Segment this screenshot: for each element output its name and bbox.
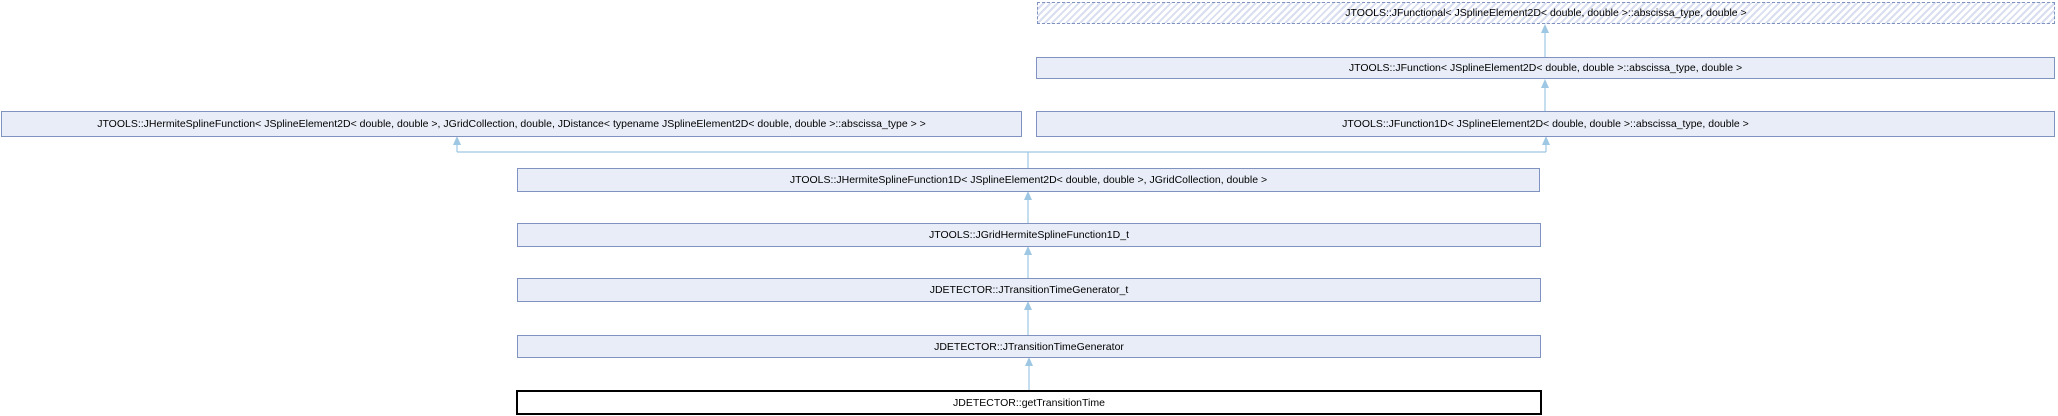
arrowhead-icon <box>1024 246 1032 255</box>
arrowhead-icon <box>1024 301 1032 310</box>
node-jtransitiontimegenerator[interactable]: JDETECTOR::JTransitionTimeGenerator <box>517 335 1541 358</box>
arrowhead-icon <box>1025 357 1033 366</box>
node-jhermitesplinefunction[interactable]: JTOOLS::JHermiteSplineFunction< JSplineE… <box>1 111 1022 137</box>
edge-jhermitesplinefunction1d-bases <box>456 145 1547 168</box>
node-jfunction1d[interactable]: JTOOLS::JFunction1D< JSplineElement2D< d… <box>1036 111 2055 137</box>
node-gettransitiontime: JDETECTOR::getTransitionTime <box>516 390 1542 415</box>
arrowhead-icon <box>1024 191 1032 200</box>
node-jhermitesplinefunction1d[interactable]: JTOOLS::JHermiteSplineFunction1D< JSplin… <box>517 168 1540 192</box>
arrowhead-icon <box>453 136 461 145</box>
node-jfunctional: JTOOLS::JFunctional< JSplineElement2D< d… <box>1037 2 2055 24</box>
arrowhead-icon <box>1542 136 1550 145</box>
node-jtransitiontimegenerator-t[interactable]: JDETECTOR::JTransitionTimeGenerator_t <box>517 278 1541 302</box>
arrowhead-icon <box>1541 24 1549 33</box>
node-jfunction[interactable]: JTOOLS::JFunction< JSplineElement2D< dou… <box>1036 57 2055 79</box>
arrowhead-icon <box>1541 79 1549 88</box>
node-jgridhermitesplinefunction1d-t[interactable]: JTOOLS::JGridHermiteSplineFunction1D_t <box>517 223 1541 247</box>
